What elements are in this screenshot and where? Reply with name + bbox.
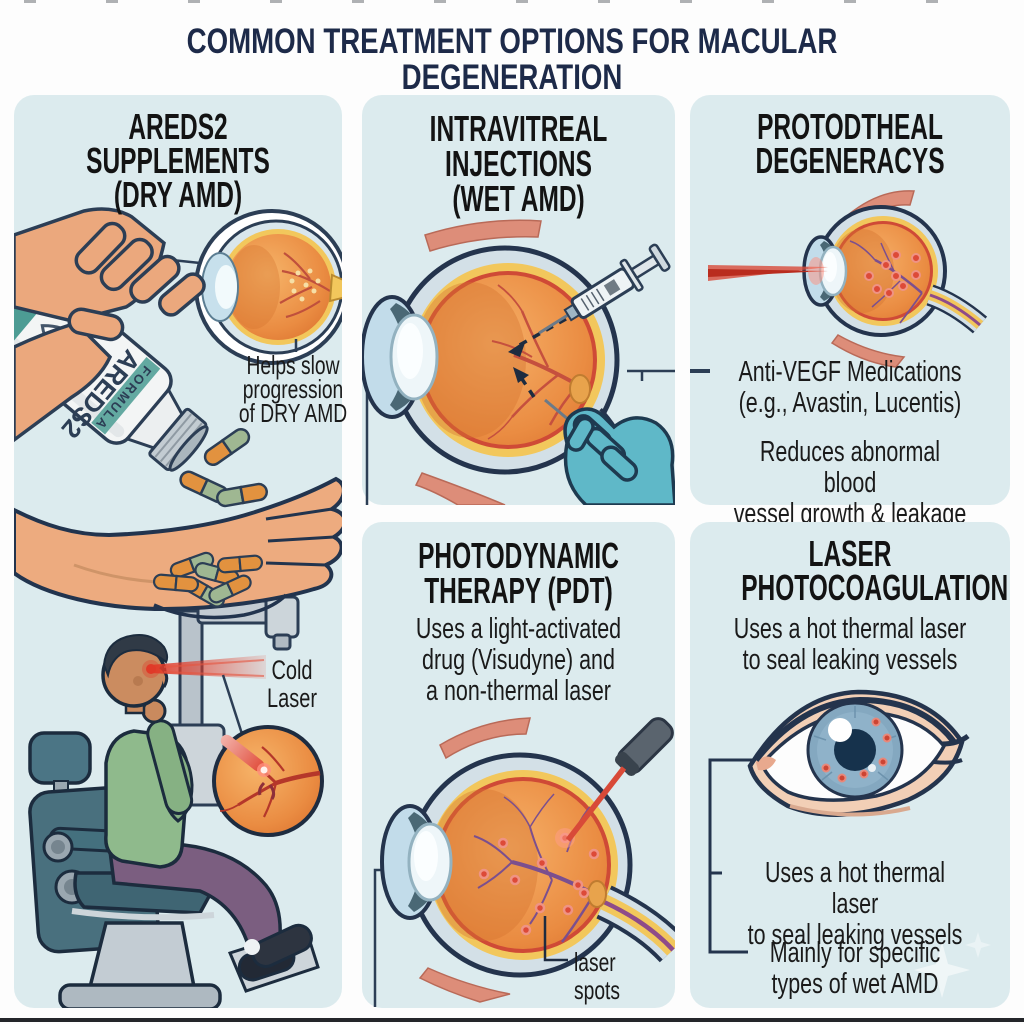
anti-vegf-medications-text: Anti-VEGF Medications (e.g., Avastin, Lu… xyxy=(738,356,962,419)
callout-dash xyxy=(690,369,710,373)
laser-photocoagulation-description: Uses a hot thermal laser to seal leaking… xyxy=(733,613,967,676)
eyelash xyxy=(941,733,970,747)
anti-vegf-heading: PROTODTHEAL DEGENERACYS xyxy=(755,106,945,181)
laser-photocoagulation-note1: Uses a hot thermal laser to seal leaking… xyxy=(747,857,963,951)
pills-in-palm xyxy=(152,551,264,608)
panel-areds2: AREDS2 FORMULA xyxy=(14,95,347,1008)
pdt-illustration xyxy=(373,717,675,1007)
cold-laser-label: Cold Laser xyxy=(267,655,317,713)
eye-muscle-bottom xyxy=(830,334,906,368)
pdt-description: Uses a light-activated drug (Visudyne) a… xyxy=(415,613,622,707)
eye-muscle-bottom xyxy=(418,967,511,1003)
laser-photocoagulation-illustration xyxy=(708,689,991,998)
eye-side-view xyxy=(802,205,988,337)
eyelash xyxy=(933,758,963,765)
gloved-hand xyxy=(563,407,675,505)
patient-in-exam-chair xyxy=(28,634,320,1008)
laser-spots-connector xyxy=(543,916,568,962)
callout-bracket xyxy=(708,758,754,954)
laser-photocoagulation-note2: Mainly for specific types of wet AMD xyxy=(769,937,941,1000)
hand-holding-bottle xyxy=(14,207,206,443)
areds2-heading: AREDS2 SUPPLEMENTS (DRY AMD) xyxy=(66,106,289,215)
sparkle-watermark xyxy=(914,932,991,998)
pdt-heading: PHOTODYNAMIC THERAPY (PDT) xyxy=(418,535,619,611)
page-title: COMMON TREATMENT OPTIONS FOR MACULAR DEG… xyxy=(186,22,838,97)
laser-beam xyxy=(565,766,627,842)
anti-vegf-effect-text: Reduces abnormal blood vessel growth & l… xyxy=(733,436,967,530)
cold-laser-beam xyxy=(142,655,266,679)
bottom-border-line xyxy=(0,1018,1024,1022)
leaking-spots xyxy=(864,250,921,298)
eye-muscle-top xyxy=(439,717,531,760)
retina-vessels xyxy=(279,252,331,319)
eye-muscle-bottom xyxy=(414,472,506,505)
areds2-illustration: AREDS2 FORMULA xyxy=(14,207,342,1008)
eye-cross-section xyxy=(380,752,675,978)
areds2-heading-line1: AREDS2 SUPPLEMENTS xyxy=(86,106,270,181)
panel-pdt: PHOTODYNAMIC THERAPY (PDT) Uses a light-… xyxy=(362,522,675,1008)
falling-capsules xyxy=(179,428,268,508)
laser-probe xyxy=(614,717,674,777)
front-view-eye xyxy=(747,689,970,817)
dry-amd-eye-inset xyxy=(152,209,342,365)
right-callout-line xyxy=(627,369,675,381)
open-hand-with-pills xyxy=(14,476,342,620)
areds2-heading-line2: (DRY AMD) xyxy=(113,174,243,215)
eye-muscle-top xyxy=(424,219,542,252)
panel-anti-vegf: PROTODTHEAL DEGENERACYS Anti-VEGF Medica… xyxy=(690,95,1010,530)
intravitreal-heading: INTRAVITREAL INJECTIONS (WET AMD) xyxy=(429,108,608,219)
top-edge-artifact xyxy=(24,0,1000,3)
intravitreal-illustration xyxy=(362,219,675,505)
retina-circle-connector xyxy=(221,674,245,738)
laser-photocoagulation-heading: LASER PHOTOCOAGULATION xyxy=(741,533,1009,608)
laser-spots xyxy=(478,832,600,936)
areds2-note: Helps slow progression of DRY AMD xyxy=(238,350,348,428)
laser-burn-spots xyxy=(821,717,892,783)
panel-intravitreal: INTRAVITREAL INJECTIONS (WET AMD) xyxy=(362,95,675,505)
syringe-top xyxy=(538,243,671,335)
drusen-spots xyxy=(289,268,321,302)
laser-spots-label: laser spots xyxy=(574,947,620,1005)
panel-laser-photocoagulation: LASER PHOTOCOAGULATION Uses a hot therma… xyxy=(690,522,1010,1008)
anti-vegf-illustration xyxy=(690,190,988,373)
retina-laser-inset xyxy=(212,725,324,837)
patient-legs xyxy=(108,843,282,954)
laser-beam xyxy=(708,257,828,285)
patient-hair xyxy=(102,634,169,679)
